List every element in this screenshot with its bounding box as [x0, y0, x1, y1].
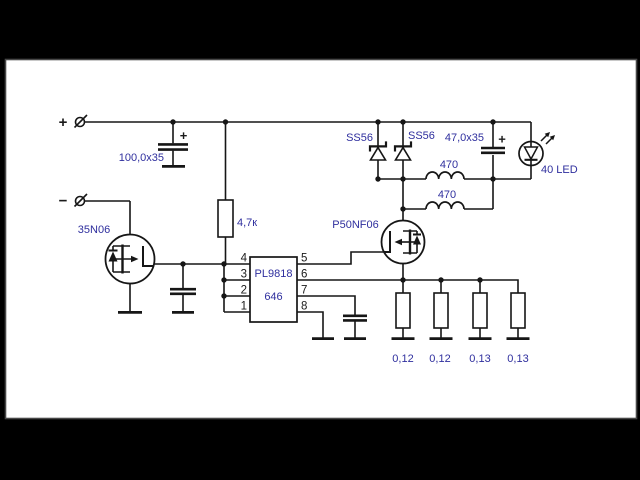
mosfet-arrowhead	[131, 255, 139, 263]
input-mosfet-label: 35N06	[78, 224, 110, 236]
diode-triangle	[394, 146, 412, 161]
driver-ic: PL9818 646 4 3 2 1 5 6 7 8	[241, 253, 307, 323]
led-symbol	[518, 132, 555, 167]
mosfet-arrowhead	[394, 238, 402, 246]
output-cap-label: 47,0x35	[445, 132, 484, 144]
mosfet-gate-bar	[142, 246, 154, 267]
output-mosfet-symbol	[380, 219, 426, 265]
input-mosfet-symbol	[104, 233, 156, 285]
junction-dots	[170, 119, 496, 299]
ic-pin-2: 2	[241, 285, 247, 297]
shunt3-label: 0,13	[469, 353, 490, 365]
input-cap-polarity: +	[180, 128, 188, 143]
input-cap-label: 100,0x35	[119, 152, 164, 164]
body-diode-triangle	[108, 251, 118, 262]
schematic-canvas	[4, 58, 638, 420]
shunt2-label: 0,12	[429, 353, 450, 365]
ic-marking: 646	[264, 291, 282, 303]
diode-triangle	[369, 146, 387, 161]
output-cap-polarity: +	[498, 132, 506, 147]
input-terminals: + −	[59, 114, 88, 210]
shunt-resistor-body	[433, 292, 449, 329]
schottky-bar-icon	[368, 141, 388, 152]
component-labels: 100,0x35 4,7к 35N06 SS56 SS56 47,0x35 47…	[78, 130, 578, 365]
plus-terminal-slash	[73, 114, 88, 129]
ic-pin-5: 5	[301, 253, 307, 265]
led-triangle	[523, 146, 539, 161]
inductors	[425, 171, 465, 210]
pin5-gate-wire	[297, 251, 384, 265]
diode2-label: SS56	[408, 130, 435, 142]
gate-resistor-label: 4,7к	[237, 217, 257, 229]
shunt-stems-wire	[402, 280, 519, 338]
inductor1-coil-icon	[425, 171, 465, 180]
shunt-resistor-body	[472, 292, 488, 329]
capacitor-plates	[158, 143, 505, 322]
shunt-bus-wire	[297, 279, 519, 293]
ic-body	[249, 256, 298, 323]
ic-pin-7: 7	[301, 285, 307, 297]
inductor2-label: 470	[438, 189, 456, 201]
body-diode-triangle	[413, 235, 421, 245]
ic-pin-4: 4	[241, 253, 248, 265]
wires	[84, 121, 532, 338]
shunt-resistor-body	[395, 292, 411, 329]
ic-left-bus-wire	[223, 264, 250, 313]
diode2-symbol	[393, 141, 413, 161]
inductor2-row-wire	[403, 155, 494, 210]
shunt4-label: 0,13	[507, 353, 528, 365]
pin7-cap-wire	[297, 295, 356, 338]
ic-pin-1: 1	[241, 301, 247, 313]
ic-name: PL9818	[255, 268, 293, 280]
pin8-ground-wire	[297, 311, 324, 338]
led-emission-arrows-icon	[540, 132, 555, 145]
shunt1-label: 0,12	[392, 353, 413, 365]
ic-pin-8: 8	[301, 301, 307, 313]
ground-bars	[118, 164, 530, 341]
ic-pin-3: 3	[241, 269, 247, 281]
mosfet-gate-bar	[384, 231, 391, 253]
plus-terminal-sign: +	[59, 114, 68, 131]
schottky-bar-icon	[393, 141, 413, 152]
output-mosfet-label: P50NF06	[332, 219, 378, 231]
diode1-symbol	[368, 141, 388, 161]
inductor2-coil-icon	[425, 201, 465, 210]
ic-pin-6: 6	[301, 269, 307, 281]
resistor-bodies	[217, 199, 526, 329]
inductor1-label: 470	[440, 159, 458, 171]
minus-terminal-slash	[73, 193, 88, 208]
led-label: 40 LED	[541, 164, 578, 176]
shunt-resistor-body	[510, 292, 526, 329]
diode1-label: SS56	[346, 132, 373, 144]
minus-terminal-sign: −	[59, 193, 68, 210]
negative-wire	[84, 200, 131, 235]
gate-resistor-body	[217, 199, 234, 238]
